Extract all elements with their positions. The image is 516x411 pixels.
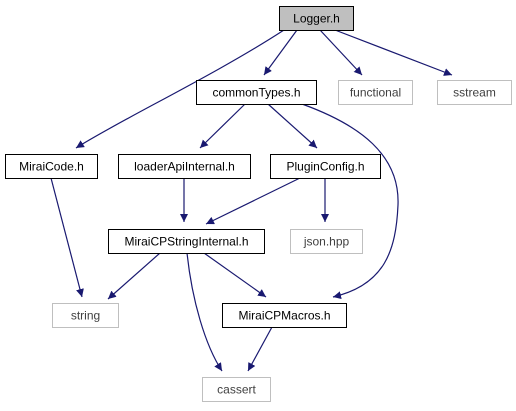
node-label-pluginconfig: PluginConfig.h bbox=[286, 160, 364, 174]
edge-stringinternal-to-string bbox=[107, 252, 161, 300]
node-box-logger bbox=[279, 6, 354, 31]
node-box-miraicode bbox=[5, 154, 98, 179]
node-label-stringinternal: MiraiCPStringInternal.h bbox=[124, 235, 248, 249]
node-label-loaderapi: loaderApiInternal.h bbox=[134, 160, 235, 174]
node-label-miraicode: MiraiCode.h bbox=[19, 160, 84, 174]
node-commontypes[interactable]: commonTypes.h bbox=[196, 80, 317, 105]
edge-stringinternal-to-macros bbox=[203, 252, 267, 298]
node-box-cassert bbox=[202, 377, 271, 402]
edge-commontypes-to-macros bbox=[301, 103, 399, 300]
node-box-pluginconfig bbox=[270, 154, 381, 179]
edge-logger-to-functional bbox=[319, 29, 363, 76]
node-label-commontypes: commonTypes.h bbox=[212, 86, 300, 100]
node-cassert: cassert bbox=[202, 377, 271, 402]
node-label-logger: Logger.h bbox=[293, 12, 340, 26]
nodes-layer: Logger.h commonTypes.h functional sstreamMi… bbox=[5, 6, 512, 402]
node-label-string: string bbox=[71, 309, 100, 323]
node-label-macros: MiraiCPMacros.h bbox=[238, 309, 330, 323]
node-jsonhpp: json.hpp bbox=[290, 229, 363, 254]
edge-pluginconfig-to-stringinternal bbox=[205, 177, 301, 225]
edge-logger-to-miraicode bbox=[75, 29, 285, 149]
edges-layer bbox=[50, 29, 453, 372]
node-functional: functional bbox=[338, 80, 413, 105]
node-label-jsonhpp: json.hpp bbox=[303, 235, 350, 249]
node-box-macros bbox=[222, 303, 347, 328]
edge-commontypes-to-pluginconfig bbox=[267, 103, 318, 149]
edge-commontypes-to-loaderapi bbox=[199, 103, 246, 149]
node-string: string bbox=[52, 303, 119, 328]
node-box-string bbox=[52, 303, 119, 328]
node-miraicode[interactable]: MiraiCode.h bbox=[5, 154, 98, 179]
node-box-jsonhpp bbox=[290, 229, 363, 254]
node-box-functional bbox=[338, 80, 413, 105]
node-label-sstream: sstream bbox=[453, 86, 496, 100]
node-sstream: sstream bbox=[437, 80, 512, 105]
node-label-cassert: cassert bbox=[217, 383, 256, 397]
node-stringinternal[interactable]: MiraiCPStringInternal.h bbox=[108, 229, 265, 254]
edge-logger-to-commontypes bbox=[263, 29, 298, 76]
node-loaderapi[interactable]: loaderApiInternal.h bbox=[118, 154, 251, 179]
node-label-functional: functional bbox=[350, 86, 401, 100]
edge-miraicode-to-string bbox=[50, 177, 84, 298]
node-pluginconfig[interactable]: PluginConfig.h bbox=[270, 154, 381, 179]
edge-stringinternal-to-cassert bbox=[186, 252, 223, 372]
node-logger[interactable]: Logger.h bbox=[279, 6, 354, 31]
node-box-commontypes bbox=[196, 80, 317, 105]
edge-macros-to-cassert bbox=[247, 326, 273, 372]
edge-logger-to-sstream bbox=[334, 29, 453, 76]
node-macros[interactable]: MiraiCPMacros.h bbox=[222, 303, 347, 328]
node-box-sstream bbox=[437, 80, 512, 105]
node-box-stringinternal bbox=[108, 229, 265, 254]
node-box-loaderapi bbox=[118, 154, 251, 179]
